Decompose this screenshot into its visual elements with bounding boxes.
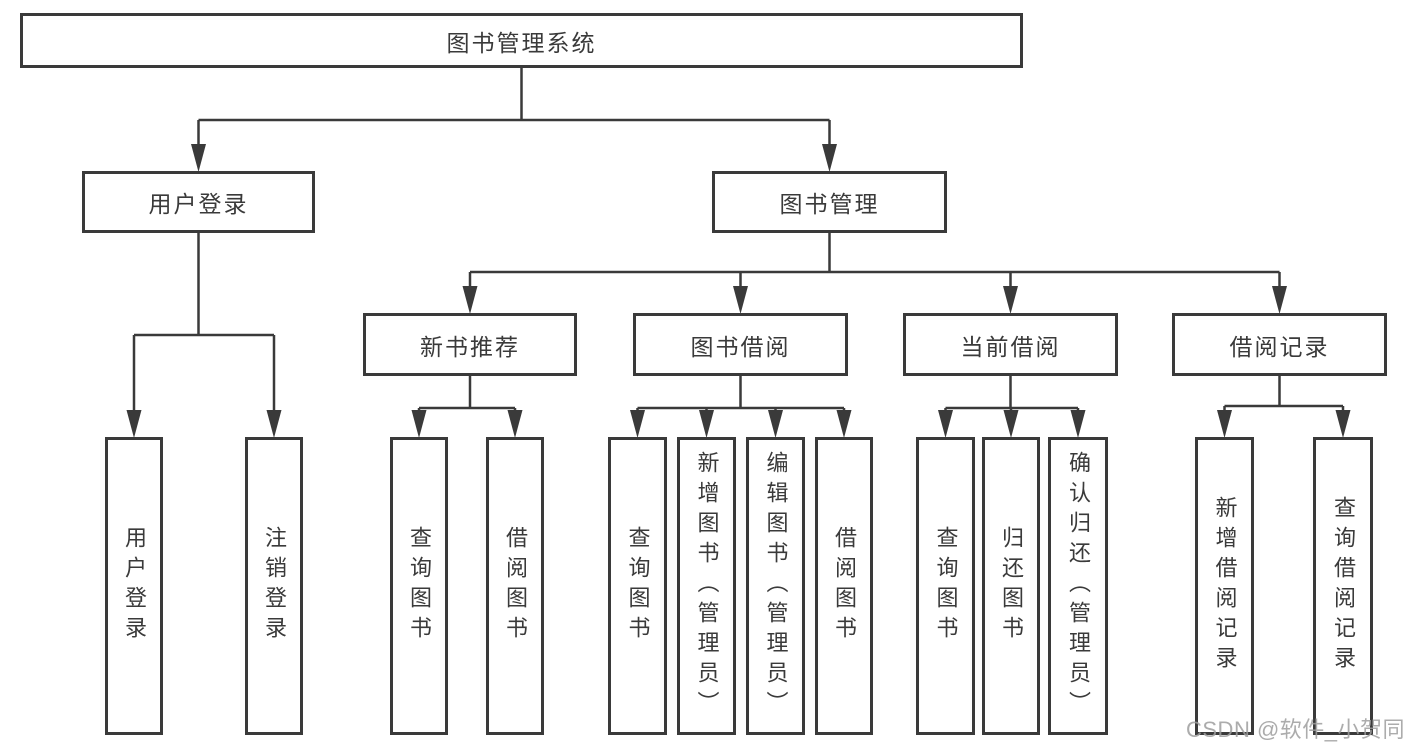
leaf-confirm-return-admin-label: 确认归还（管理员） xyxy=(1066,451,1091,721)
leaf-user-login: 用户登录 xyxy=(105,437,163,735)
watermark: CSDN @软件_小贺同学 xyxy=(1186,717,1405,742)
leaf-query-books-borrowing-label: 查询图书 xyxy=(625,526,651,646)
leaf-return-book: 归还图书 xyxy=(982,437,1040,735)
node-book-management: 图书管理 xyxy=(712,171,947,233)
leaf-edit-book-admin: 编辑图书（管理员） xyxy=(746,437,805,735)
leaf-confirm-return-admin: 确认归还（管理员） xyxy=(1048,437,1108,735)
leaf-add-borrow-record-label: 新增借阅记录 xyxy=(1212,496,1238,676)
leaf-user-login-label: 用户登录 xyxy=(122,526,147,646)
node-borrowing-records: 借阅记录 xyxy=(1172,313,1387,376)
node-user-login: 用户登录 xyxy=(82,171,315,233)
node-new-book-recommend: 新书推荐 xyxy=(363,313,577,376)
node-root-label: 图书管理系统 xyxy=(446,29,597,56)
leaf-return-book-label: 归还图书 xyxy=(999,526,1024,646)
node-book-borrowing-label: 图书借阅 xyxy=(690,333,791,360)
node-current-borrowing: 当前借阅 xyxy=(903,313,1118,376)
leaf-add-book-admin-label: 新增图书（管理员） xyxy=(694,451,720,721)
node-current-borrowing-label: 当前借阅 xyxy=(960,333,1061,360)
leaf-borrow-books-recommend: 借阅图书 xyxy=(486,437,544,735)
leaf-query-borrow-record-label: 查询借阅记录 xyxy=(1331,496,1356,676)
node-root: 图书管理系统 xyxy=(20,13,1023,68)
leaf-add-borrow-record: 新增借阅记录 xyxy=(1195,437,1254,735)
leaf-logout: 注销登录 xyxy=(245,437,303,735)
leaf-borrow-books-recommend-label: 借阅图书 xyxy=(503,526,528,646)
leaf-logout-label: 注销登录 xyxy=(262,526,287,646)
leaf-query-books-recommend-label: 查询图书 xyxy=(407,526,432,646)
node-book-borrowing: 图书借阅 xyxy=(633,313,848,376)
leaf-query-borrow-record: 查询借阅记录 xyxy=(1313,437,1373,735)
node-user-login-label: 用户登录 xyxy=(148,191,249,217)
leaf-edit-book-admin-label: 编辑图书（管理员） xyxy=(763,451,789,721)
leaf-query-books-current: 查询图书 xyxy=(916,437,975,735)
leaf-borrow-books-borrowing-label: 借阅图书 xyxy=(832,526,857,646)
node-borrowing-records-label: 借阅记录 xyxy=(1229,333,1330,360)
leaf-query-books-current-label: 查询图书 xyxy=(933,526,959,646)
node-book-management-label: 图书管理 xyxy=(779,191,880,217)
leaf-query-books-borrowing: 查询图书 xyxy=(608,437,667,735)
leaf-add-book-admin: 新增图书（管理员） xyxy=(677,437,736,735)
arrowhead-icons xyxy=(126,144,1351,438)
leaf-borrow-books-borrowing: 借阅图书 xyxy=(815,437,873,735)
node-new-book-recommend-label: 新书推荐 xyxy=(420,333,520,360)
leaf-query-books-recommend: 查询图书 xyxy=(390,437,448,735)
